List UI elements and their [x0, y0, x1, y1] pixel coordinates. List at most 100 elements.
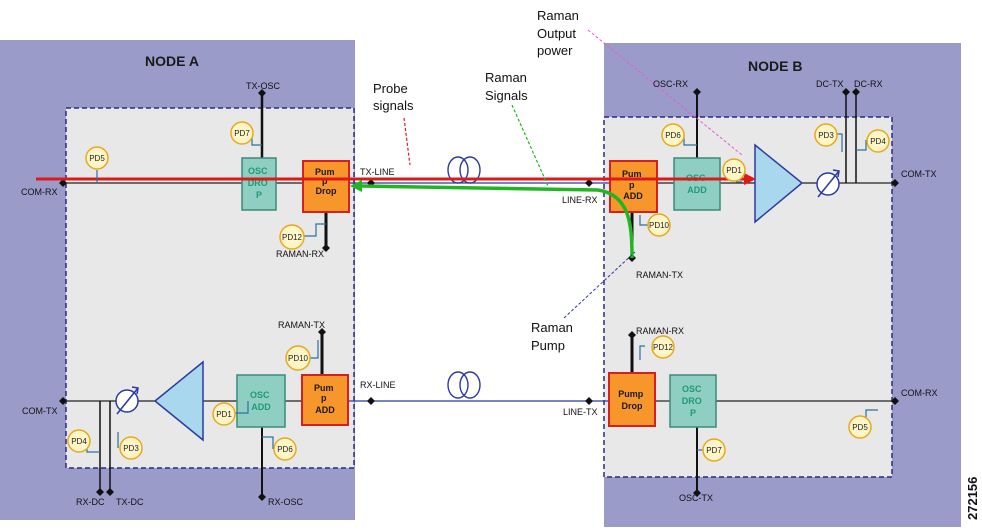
node-a-raman-rx-label: RAMAN-RX	[276, 249, 324, 259]
raman-signals-pointer-line	[511, 104, 549, 187]
node-a-pd3-icon: PD3	[119, 436, 143, 460]
node-a-pump-add-box	[301, 374, 349, 426]
node-a-osc-drop-box	[241, 157, 277, 211]
node-b-osc-drop-label-3: P	[690, 408, 696, 418]
raman-output-power-annotation: Raman Output power	[537, 8, 583, 58]
figure-id: 272156	[965, 477, 980, 520]
node-b-pump-drop-label-2: Drop	[622, 401, 643, 411]
node-a-pd12-icon: PD12	[279, 224, 305, 250]
node-b-pd7-label: PD7	[706, 446, 722, 455]
node-b-osc-tx-label: OSC-TX	[679, 493, 713, 503]
node-b-pump-drop-box	[608, 372, 656, 427]
node-a-pd7-icon: PD7	[230, 121, 254, 145]
node-b-osc-add-label-2: ADD	[687, 185, 707, 195]
node-b-pd3-icon: PD3	[814, 123, 838, 147]
node-a-pd12-label: PD12	[282, 233, 303, 242]
node-a-pd4-label: PD4	[71, 437, 87, 446]
node-b-pump-add-label-3: ADD	[623, 191, 643, 201]
node-a-attenuator-icon	[115, 386, 139, 415]
junction-dots	[59, 88, 899, 501]
node-b-pd10-label: PD10	[649, 221, 670, 230]
node-b-pd5-label: PD5	[852, 423, 868, 432]
node-a-tx-osc-label: TX-OSC	[246, 81, 281, 91]
node-a-raman-tx-label: RAMAN-TX	[278, 320, 325, 330]
node-a-osc-drop-label-2: DRO	[248, 178, 268, 188]
node-b-pd3-label: PD3	[818, 131, 834, 140]
raman-pump-line-1: Raman	[531, 320, 573, 335]
node-b-raman-rx-label: RAMAN-RX	[636, 326, 684, 336]
node-b-pd6-icon: PD6	[661, 123, 685, 147]
node-b-osc-drop-label-2: DRO	[682, 396, 702, 406]
probe-signals-annotation: Probe signals	[373, 81, 414, 113]
node-a-pump-add-label-1: Pum	[314, 383, 334, 393]
svg-text:Pum p ADD: Pum p ADD	[622, 169, 644, 201]
node-a-pump-drop-label-3: Drop	[316, 186, 337, 196]
node-a-pump-add-label-2: p	[321, 393, 327, 403]
node-b-pd7-icon: PD7	[702, 438, 726, 462]
node-b-title: NODE B	[748, 58, 802, 74]
raman-signal-path	[361, 184, 634, 259]
node-a-pd10-icon: PD10	[285, 345, 311, 371]
node-b-line-tx-label: LINE-TX	[563, 407, 598, 417]
node-b-pd5-icon: PD5	[848, 415, 872, 439]
raman-pump-annotation: Raman Pump	[531, 320, 577, 353]
node-a-amplifier-icon	[153, 360, 204, 442]
node-a-osc-add-box	[236, 374, 286, 428]
node-a-pd1-label: PD1	[216, 410, 232, 419]
node-b-dc-rx-label: DC-RX	[854, 79, 883, 89]
node-b-pd12-icon: PD12	[651, 335, 675, 359]
probe-pointer-line	[403, 117, 411, 166]
node-a-pd10-label: PD10	[288, 354, 309, 363]
node-b-pd12-label: PD12	[653, 343, 674, 352]
node-a-rx-osc-label: RX-OSC	[268, 497, 304, 507]
node-a-pump-drop-label-2: p	[322, 176, 328, 186]
probe-signal-arrowhead	[744, 173, 756, 185]
top-fiber-coil	[447, 156, 481, 184]
node-b-osc-drop-label-1: OSC	[682, 384, 702, 394]
node-b-pump-add-label-2: p	[629, 180, 635, 190]
node-a-pd1-icon: PD1	[212, 402, 236, 426]
node-a-pump-drop-box	[302, 160, 350, 213]
node-a-tx-line-label: TX-LINE	[360, 167, 395, 177]
svg-text:Pump Drop: Pump Drop	[618, 389, 646, 411]
node-a-pd5-label: PD5	[89, 154, 105, 163]
node-a-pump-drop-label-1: Pum	[315, 167, 335, 177]
svg-text:OSC ADD: OSC ADD	[250, 390, 272, 412]
probe-annotation-line-2: signals	[373, 98, 414, 113]
node-a-title: NODE A	[145, 53, 199, 69]
node-b-pd10-icon: PD10	[647, 213, 671, 237]
raman-signals-line-2: Signals	[485, 88, 528, 103]
node-a-osc-drop-label-1: OSC	[248, 166, 268, 176]
node-b-pd6-label: PD6	[665, 131, 681, 140]
node-a-pd5-icon: PD5	[85, 146, 109, 170]
probe-annotation-line-1: Probe	[373, 81, 408, 96]
node-a-osc-add-label-2: ADD	[251, 402, 271, 412]
node-b-pd1-icon: PD1	[722, 158, 746, 182]
node-a-rx-dc-label: RX-DC	[76, 497, 105, 507]
node-b-com-tx-label: COM-TX	[901, 169, 937, 179]
node-b-pd4-icon: PD4	[866, 129, 890, 153]
raman-output-line-1: Raman	[537, 8, 579, 23]
node-b-osc-drop-box	[669, 374, 717, 428]
raman-signal-arrowhead	[350, 180, 362, 192]
raman-pump-pointer-line	[563, 251, 636, 319]
node-a-tx-dc-label: TX-DC	[116, 497, 144, 507]
node-b-pd1-label: PD1	[726, 166, 742, 175]
node-a-com-tx-label: COM-TX	[22, 406, 58, 416]
node-a-osc-add-label-1: OSC	[250, 390, 270, 400]
node-b-pd4-label: PD4	[870, 137, 886, 146]
raman-signals-line-1: Raman	[485, 70, 527, 85]
node-a-com-rx-label: COM-RX	[21, 187, 58, 197]
raman-pump-line-2: Pump	[531, 338, 565, 353]
raman-output-pointer-line	[587, 29, 743, 156]
node-a-pump-add-label-3: ADD	[315, 405, 335, 415]
node-a-pd4-icon: PD4	[67, 429, 91, 453]
svg-text:Pum p Drop: Pum p Drop	[315, 167, 337, 196]
node-b-com-rx-label: COM-RX	[901, 388, 938, 398]
node-b-amplifier-icon	[754, 143, 804, 224]
raman-signals-annotation: Raman Signals	[485, 70, 531, 103]
node-b-osc-add-box	[673, 157, 721, 211]
node-a-osc-drop-label-3: P	[256, 190, 262, 200]
node-a-rx-line-label: RX-LINE	[360, 380, 396, 390]
